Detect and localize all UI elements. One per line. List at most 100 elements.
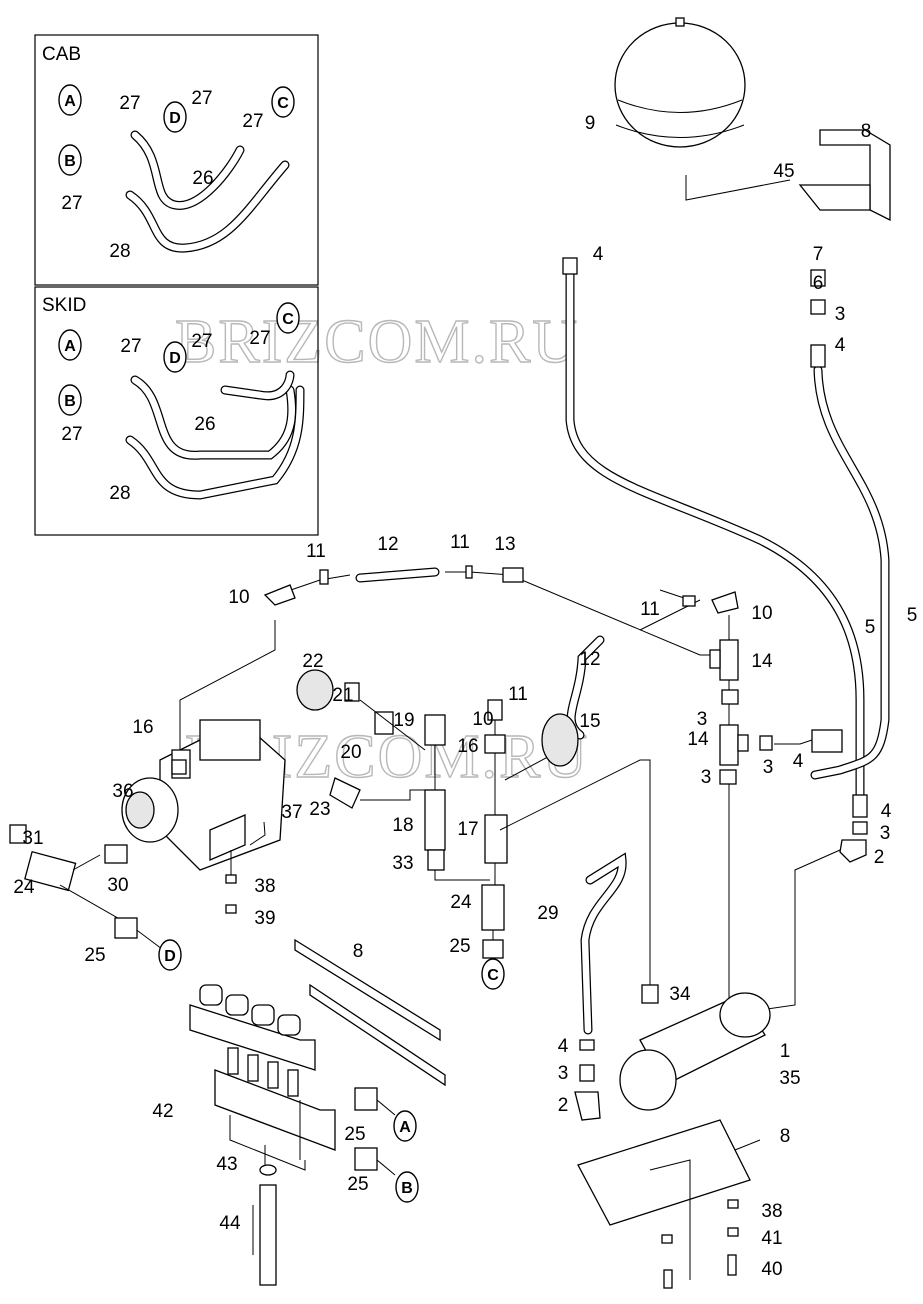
callout-label: 6 — [813, 273, 824, 294]
callout-label: 14 — [751, 651, 773, 672]
callout-label: 25 — [449, 936, 470, 957]
callout-label: 8 — [861, 121, 872, 142]
callout-label: 10 — [751, 603, 772, 624]
callout-label: 14 — [687, 729, 709, 750]
cab-panel — [34, 34, 319, 286]
callout-label: 38 — [761, 1201, 782, 1222]
callout-label: 9 — [585, 113, 596, 134]
connector-circle — [481, 958, 505, 990]
callout-label: 18 — [392, 815, 413, 836]
connector-marker-a: A — [393, 1110, 417, 1142]
connector-letter: B — [64, 153, 76, 170]
connector-circle — [395, 1171, 419, 1203]
callout-label: 1 — [780, 1041, 791, 1062]
skid-panel-title: SKID — [42, 295, 86, 316]
callout-label: 27 — [61, 424, 82, 445]
callout-label: 41 — [761, 1228, 782, 1249]
callout-label: 12 — [579, 649, 600, 670]
connector-marker-c: C — [271, 86, 295, 118]
callout-label: 8 — [780, 1126, 791, 1147]
callout-label: 28 — [109, 483, 130, 504]
callout-label: 26 — [192, 168, 213, 189]
callout-label: 7 — [813, 244, 824, 265]
callout-label: 38 — [254, 876, 275, 897]
connector-marker-b: B — [395, 1171, 419, 1203]
callout-label: 4 — [593, 244, 604, 265]
callout-label: 24 — [13, 877, 35, 898]
callout-label: 26 — [194, 414, 215, 435]
callout-label: 40 — [761, 1259, 782, 1280]
callout-label: 17 — [457, 819, 478, 840]
callout-label: 27 — [191, 88, 212, 109]
callout-label: 12 — [377, 534, 398, 555]
callout-label: 4 — [558, 1036, 569, 1057]
callout-label: 5 — [907, 605, 918, 626]
connector-letter: B — [64, 393, 76, 410]
callout-label: 44 — [219, 1213, 241, 1234]
drawing-lines — [9, 17, 891, 1289]
callout-label: 13 — [494, 534, 515, 555]
watermark: BRIZCOM.RU — [175, 308, 579, 376]
callout-label: 27 — [119, 93, 140, 114]
connector-marker-d: D — [158, 939, 182, 971]
connector-letter: A — [64, 338, 76, 355]
callout-label: 45 — [773, 161, 794, 182]
callout-label: 19 — [393, 710, 414, 731]
connector-circle — [158, 939, 182, 971]
connector-circle — [58, 384, 82, 416]
callout-label: 36 — [112, 781, 133, 802]
callout-label: 31 — [22, 828, 43, 849]
connector-circle — [58, 144, 82, 176]
callout-label: 16 — [132, 717, 153, 738]
callout-label: 27 — [249, 328, 270, 349]
callout-label: 11 — [450, 532, 470, 553]
callout-label: 20 — [340, 742, 361, 763]
callout-label: 3 — [558, 1063, 569, 1084]
callout-label: 43 — [216, 1154, 237, 1175]
callout-label: 11 — [640, 599, 660, 620]
callout-label: 29 — [537, 903, 558, 924]
connector-marker-c: C — [481, 958, 505, 990]
callout-label: 4 — [881, 801, 892, 822]
callout-label: 25 — [84, 945, 105, 966]
connector-marker-d: D — [163, 101, 187, 133]
callout-label: 2 — [558, 1095, 569, 1116]
connector-letter: C — [277, 95, 289, 112]
connector-circle — [276, 302, 300, 334]
callout-label: 25 — [347, 1174, 368, 1195]
callout-label: 15 — [579, 711, 600, 732]
connector-circle — [163, 101, 187, 133]
connector-letter: D — [169, 350, 181, 367]
connector-circle — [58, 329, 82, 361]
callout-label: 24 — [450, 892, 472, 913]
callout-label: 3 — [697, 709, 708, 730]
connector-circle — [393, 1110, 417, 1142]
callout-label: 2 — [874, 847, 885, 868]
connector-letter: C — [487, 967, 499, 984]
connector-circle — [271, 86, 295, 118]
connector-letter: B — [401, 1180, 413, 1197]
callout-label: 27 — [61, 193, 82, 214]
connector-circle — [58, 84, 82, 116]
callout-label: 21 — [332, 685, 353, 706]
callout-label: 27 — [191, 331, 212, 352]
connector-marker-a: A — [58, 329, 82, 361]
skid-panel — [34, 286, 319, 536]
callout-label: 42 — [152, 1101, 173, 1122]
callout-label: 27 — [242, 111, 263, 132]
callout-label: 25 — [344, 1124, 365, 1145]
callout-label: 27 — [120, 336, 141, 357]
cab-panel-title: CAB — [42, 44, 81, 65]
callout-label: 16 — [457, 736, 478, 757]
callout-label: 3 — [701, 767, 712, 788]
callout-label: 39 — [254, 908, 275, 929]
callout-label: 10 — [472, 709, 493, 730]
callout-label: 4 — [835, 335, 846, 356]
connector-marker-b: B — [58, 384, 82, 416]
connector-marker-c: C — [276, 302, 300, 334]
callout-label: 23 — [309, 799, 330, 820]
